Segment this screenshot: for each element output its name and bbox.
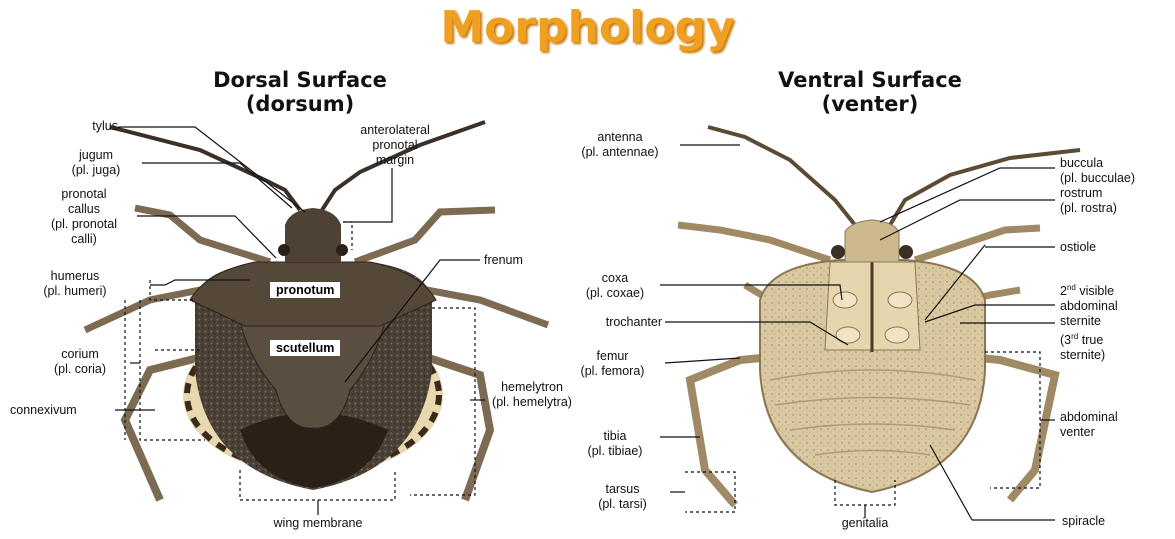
antenna-plural: (pl. antennae): [560, 145, 680, 160]
sternite-number: 2: [1060, 284, 1067, 298]
jugum-plural: (pl. juga): [50, 163, 142, 178]
tylus-label: tylus: [40, 119, 118, 134]
femur-text: femur: [560, 349, 665, 364]
tarsus-label: tarsus (pl. tarsi): [575, 482, 670, 512]
abdominal-sternite-label: 2nd visible abdominal sternite (3rd true…: [1060, 280, 1118, 363]
wing-membrane-label: wing membrane: [240, 516, 396, 531]
trochanter-label: trochanter: [570, 315, 662, 330]
tibia-text: tibia: [565, 429, 665, 444]
anterolateral-line1: anterolateral: [335, 123, 455, 138]
pronotum-label: pronotum: [270, 282, 340, 298]
corium-label: corium (pl. coria): [30, 347, 130, 377]
sternite-true-suffix: rd: [1071, 332, 1078, 341]
jugum-label: jugum (pl. juga): [50, 148, 142, 178]
abdominal-venter-line1: abdominal: [1060, 410, 1118, 425]
humerus-text: humerus: [20, 269, 130, 284]
sternite-number-suffix: nd: [1067, 283, 1076, 292]
humerus-label: humerus (pl. humeri): [20, 269, 130, 299]
coxa-plural: (pl. coxae): [565, 286, 665, 301]
abdominal-venter-line2: venter: [1060, 425, 1118, 440]
antenna-text: antenna: [560, 130, 680, 145]
pronotal-callus-label: pronotal callus (pl. pronotal calli): [25, 187, 143, 247]
corium-text: corium: [30, 347, 130, 362]
humerus-plural: (pl. humeri): [20, 284, 130, 299]
sternite-line5: sternite): [1060, 348, 1118, 363]
genitalia-label: genitalia: [815, 516, 915, 531]
buccula-plural: (pl. bucculae): [1060, 171, 1135, 186]
sternite-line3: sternite: [1060, 314, 1118, 329]
tarsus-text: tarsus: [575, 482, 670, 497]
frenum-label: frenum: [484, 253, 523, 268]
pronotal-callus-line2: callus: [25, 202, 143, 217]
sternite-line4: (3rd true: [1060, 329, 1118, 348]
tarsus-plural: (pl. tarsi): [575, 497, 670, 512]
sternite-visible-text: visible: [1079, 284, 1114, 298]
femur-label: femur (pl. femora): [560, 349, 665, 379]
abdominal-venter-label: abdominal venter: [1060, 410, 1118, 440]
connexivum-label: connexivum: [10, 403, 77, 418]
pronotal-callus-line4: calli): [25, 232, 143, 247]
ventral-bug-illustration: [678, 127, 1080, 505]
sternite-line1: 2nd visible: [1060, 280, 1118, 299]
femur-plural: (pl. femora): [560, 364, 665, 379]
coxa-text: coxa: [565, 271, 665, 286]
coxa-label: coxa (pl. coxae): [565, 271, 665, 301]
pronotal-callus-line1: pronotal: [25, 187, 143, 202]
tibia-label: tibia (pl. tibiae): [565, 429, 665, 459]
hemelytron-text: hemelytron: [478, 380, 586, 395]
rostrum-plural: (pl. rostra): [1060, 201, 1117, 216]
spiracle-label: spiracle: [1062, 514, 1105, 529]
jugum-text: jugum: [50, 148, 142, 163]
corium-plural: (pl. coria): [30, 362, 130, 377]
rostrum-text: rostrum: [1060, 186, 1117, 201]
scutellum-label: scutellum: [270, 340, 340, 356]
rostrum-label: rostrum (pl. rostra): [1060, 186, 1117, 216]
tibia-plural: (pl. tibiae): [565, 444, 665, 459]
sternite-line2: abdominal: [1060, 299, 1118, 314]
dorsal-bug-illustration: [85, 122, 548, 500]
pronotal-callus-line3: (pl. pronotal: [25, 217, 143, 232]
sternite-paren-open: (3: [1060, 333, 1071, 347]
anterolateral-line2: pronotal: [335, 138, 455, 153]
anterolateral-pronotal-margin-label: anterolateral pronotal margin: [335, 123, 455, 168]
anterolateral-line3: margin: [335, 153, 455, 168]
antenna-label: antenna (pl. antennae): [560, 130, 680, 160]
sternite-true-text: true: [1082, 333, 1104, 347]
buccula-label: buccula (pl. bucculae): [1060, 156, 1135, 186]
hemelytron-label: hemelytron (pl. hemelytra): [478, 380, 586, 410]
hemelytron-plural: (pl. hemelytra): [478, 395, 586, 410]
ostiole-label: ostiole: [1060, 240, 1096, 255]
buccula-text: buccula: [1060, 156, 1135, 171]
